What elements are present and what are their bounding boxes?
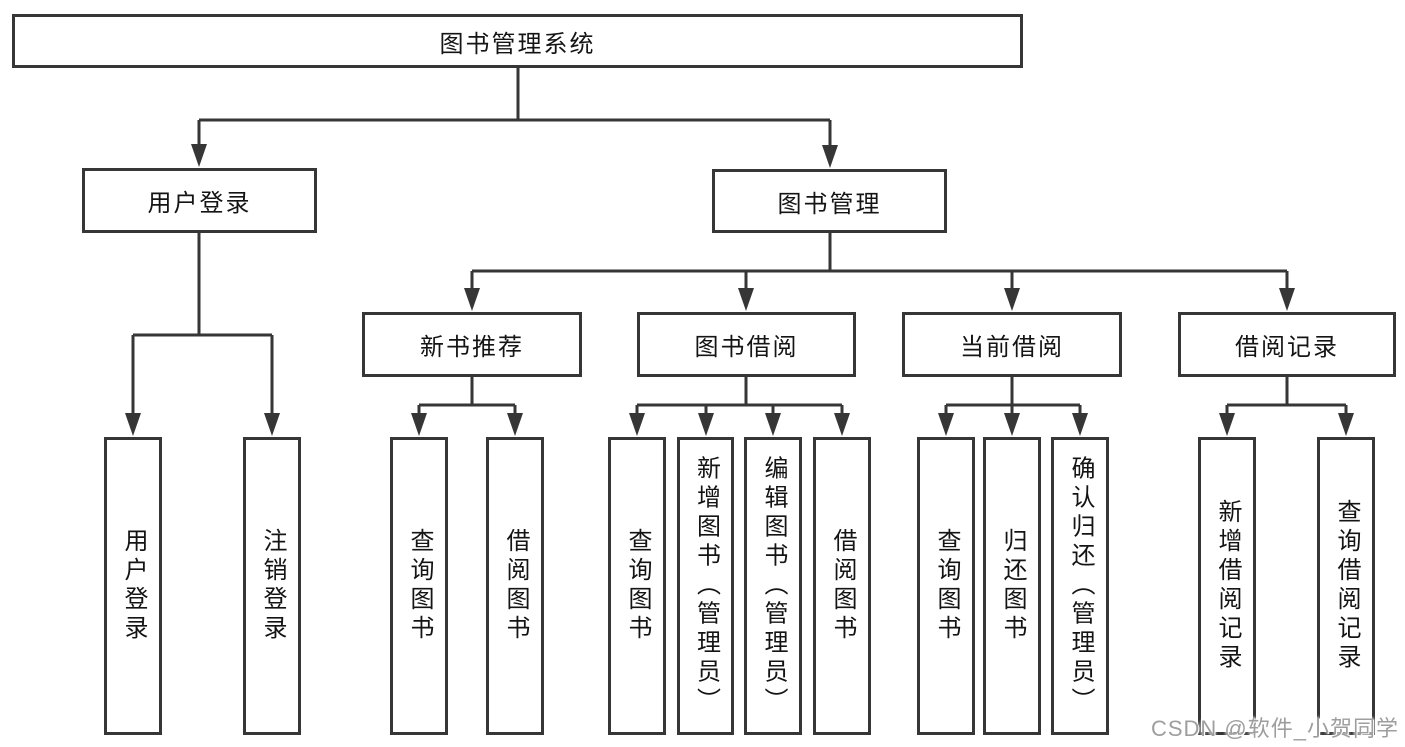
leaf-return-books-label: 归还图书 [999, 528, 1026, 644]
leaf-user-login-label: 用户登录 [120, 528, 147, 644]
leaf-query-borrow-record-label: 查询借阅记录 [1333, 499, 1360, 673]
leaf-query-books-current: 查询图书 [917, 437, 975, 735]
node-new-book-recommend: 新书推荐 [362, 312, 582, 377]
node-current-borrow-label: 当前借阅 [960, 334, 1064, 361]
node-borrow-record-label: 借阅记录 [1235, 334, 1339, 361]
leaf-add-books-admin-label: 新增图书（管理员） [692, 455, 720, 717]
leaf-edit-books-admin-label: 编辑图书（管理员） [760, 455, 787, 717]
leaf-query-books-current-label: 查询图书 [933, 528, 960, 644]
leaf-borrow-books-label: 借阅图书 [829, 528, 856, 644]
node-root-system: 图书管理系统 [12, 14, 1023, 68]
leaf-query-borrow-record: 查询借阅记录 [1317, 437, 1375, 735]
leaf-query-books-borrow-label: 查询图书 [624, 528, 651, 644]
node-new-book-recommend-label: 新书推荐 [420, 334, 524, 361]
leaf-user-login: 用户登录 [104, 437, 162, 735]
node-user-login: 用户登录 [82, 168, 317, 233]
node-book-borrow: 图书借阅 [637, 312, 856, 377]
node-book-management: 图书管理 [712, 169, 947, 233]
arrowheads [125, 144, 1354, 436]
leaf-confirm-return-admin: 确认归还（管理员） [1051, 437, 1109, 735]
leaf-borrow-books-recommend: 借阅图书 [486, 437, 544, 735]
node-user-login-label: 用户登录 [147, 190, 252, 217]
leaf-add-books-admin: 新增图书（管理员） [677, 437, 734, 735]
leaf-add-borrow-record-label: 新增借阅记录 [1214, 499, 1241, 673]
node-root-label: 图书管理系统 [439, 30, 596, 58]
leaf-query-books-recommend-label: 查询图书 [406, 528, 433, 644]
leaf-add-borrow-record: 新增借阅记录 [1198, 437, 1256, 735]
csdn-watermark: CSDN @软件_小贺同学 [1150, 716, 1399, 741]
node-current-borrow: 当前借阅 [902, 312, 1122, 377]
leaf-edit-books-admin: 编辑图书（管理员） [744, 437, 802, 735]
leaf-return-books: 归还图书 [983, 437, 1041, 735]
leaf-confirm-return-admin-label: 确认归还（管理员） [1067, 455, 1094, 717]
node-book-management-label: 图书管理 [777, 190, 882, 218]
leaf-logout: 注销登录 [243, 437, 301, 735]
node-book-borrow-label: 图书借阅 [694, 334, 799, 361]
leaf-logout-label: 注销登录 [259, 528, 286, 644]
leaf-query-books-borrow: 查询图书 [608, 437, 666, 735]
node-borrow-record: 借阅记录 [1178, 312, 1396, 377]
leaf-query-books-recommend: 查询图书 [390, 437, 448, 735]
leaf-borrow-books: 借阅图书 [813, 437, 871, 735]
leaf-borrow-books-recommend-label: 借阅图书 [502, 528, 529, 644]
